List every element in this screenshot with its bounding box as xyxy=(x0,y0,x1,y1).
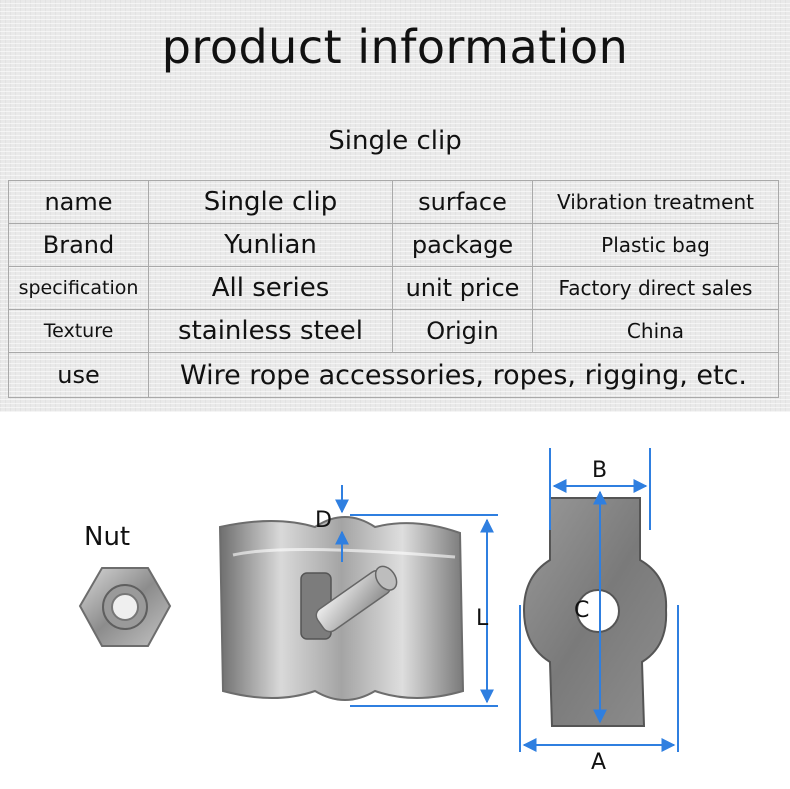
nut-image xyxy=(78,567,172,647)
product-subtitle: Single clip xyxy=(328,126,462,156)
spec-key: specification xyxy=(8,266,149,311)
spec-table: name Single clip surface Vibration treat… xyxy=(8,179,779,398)
spec-value: Yunlian xyxy=(148,223,393,268)
spec-key: unit price xyxy=(392,266,533,311)
use-key: use xyxy=(8,352,149,398)
table-row: name Single clip surface Vibration treat… xyxy=(8,179,779,225)
page-title: product information xyxy=(161,20,629,74)
dimension-b-label: B xyxy=(592,458,608,483)
spec-value: Plastic bag xyxy=(532,223,779,268)
table-row: Brand Yunlian package Plastic bag xyxy=(8,223,779,268)
spec-key: Origin xyxy=(392,309,533,354)
nut-label: Nut xyxy=(84,522,131,552)
spec-key: surface xyxy=(392,179,533,225)
use-value: Wire rope accessories, ropes, rigging, e… xyxy=(148,352,779,398)
clip-image xyxy=(218,516,465,701)
spec-key: package xyxy=(392,223,533,268)
info-panel: product information Single clip name Sin… xyxy=(0,0,790,412)
dimension-l-label: L xyxy=(476,606,489,631)
spec-value: Single clip xyxy=(148,179,393,225)
spec-key: Texture xyxy=(8,309,149,354)
spec-value: All series xyxy=(148,266,393,311)
spec-value: Factory direct sales xyxy=(532,266,779,311)
table-row: use Wire rope accessories, ropes, riggin… xyxy=(8,352,779,398)
spec-value: China xyxy=(532,309,779,354)
spec-value: Vibration treatment xyxy=(532,179,779,225)
table-row: specification All series unit price Fact… xyxy=(8,266,779,311)
spec-key: Brand xyxy=(8,223,149,268)
table-row: Texture stainless steel Origin China xyxy=(8,309,779,354)
dimension-a-label: A xyxy=(591,750,607,775)
dimension-c-label: C xyxy=(574,598,590,623)
dimension-d-label: D xyxy=(315,508,332,533)
spec-value: stainless steel xyxy=(148,309,393,354)
